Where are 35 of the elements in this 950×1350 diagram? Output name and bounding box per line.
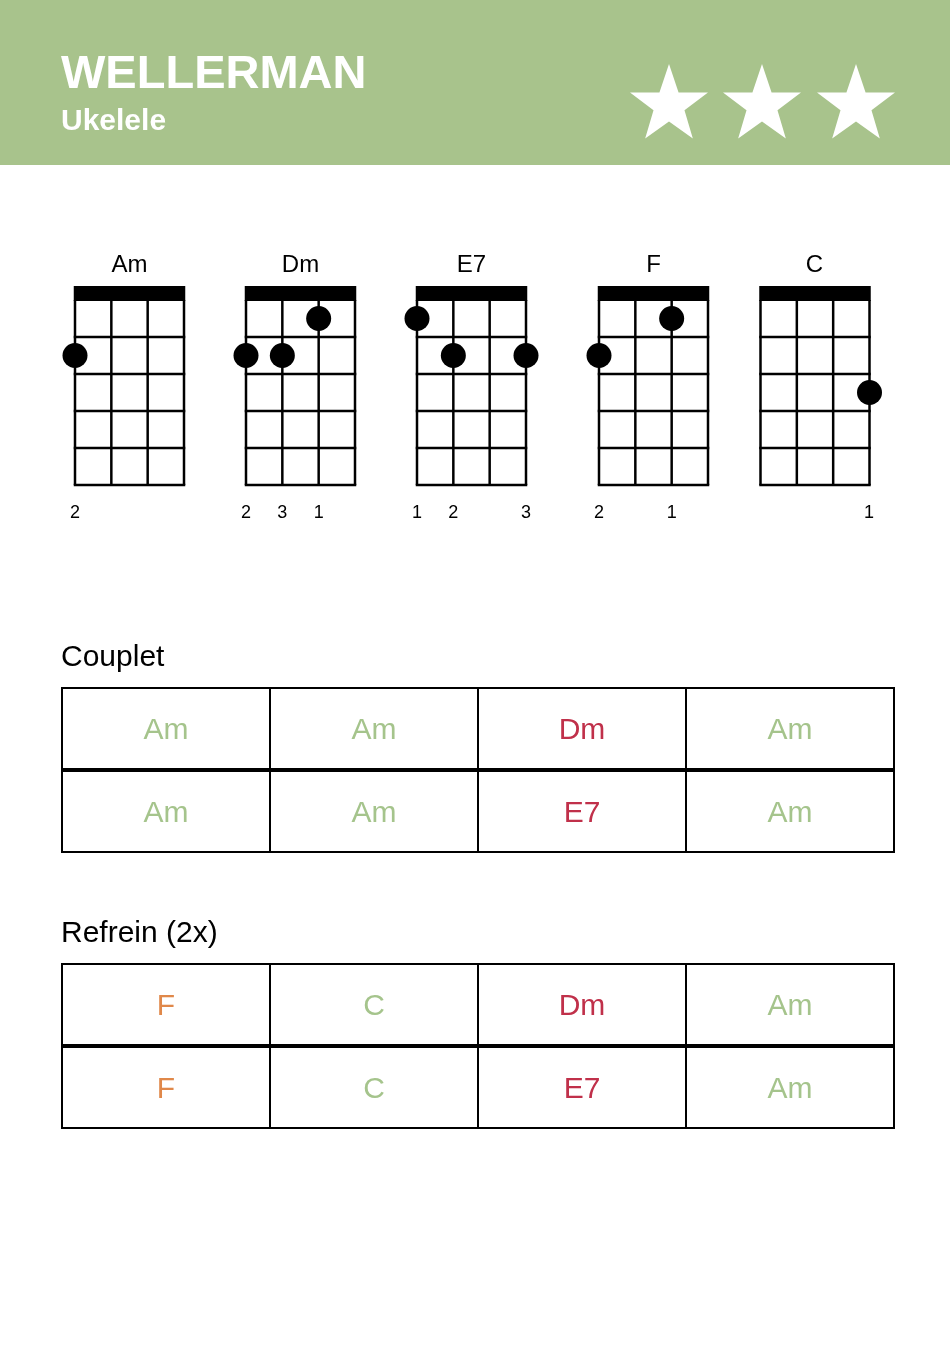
finger-number: 2 <box>70 503 80 521</box>
chord-name: F <box>646 252 661 276</box>
chord-cell: E7 <box>478 770 686 852</box>
chord-cell: E7 <box>478 1046 686 1128</box>
chord-cell: Dm <box>478 688 686 770</box>
chord-name: Am <box>111 252 148 276</box>
chord-cell: Dm <box>478 964 686 1046</box>
chord-name: Dm <box>281 252 320 276</box>
chord-cell: F <box>62 964 270 1046</box>
finger-number: 1 <box>313 503 324 521</box>
finger-number: 2 <box>594 503 604 521</box>
chord-name: E7 <box>456 252 487 276</box>
chord-cell: C <box>270 964 478 1046</box>
chord-cell: Am <box>686 964 894 1046</box>
finger-number: 1 <box>666 503 677 521</box>
chord-cell: Am <box>270 688 478 770</box>
chord-cell: F <box>62 1046 270 1128</box>
finger-number: 3 <box>521 503 531 521</box>
chord-cell: Am <box>686 688 894 770</box>
chord-cell: Am <box>270 770 478 852</box>
chord-cell: Am <box>62 688 270 770</box>
chord-name: C <box>805 252 824 276</box>
chord-cell: C <box>270 1046 478 1128</box>
section-heading: Refrein (2x) <box>61 917 218 947</box>
song-title: WELLERMAN <box>61 48 367 95</box>
chord-cell: Am <box>686 770 894 852</box>
finger-number: 1 <box>864 503 874 521</box>
finger-number: 2 <box>241 503 251 521</box>
finger-number: 1 <box>412 503 422 521</box>
finger-number: 3 <box>277 503 288 521</box>
finger-number: 2 <box>448 503 459 521</box>
chord-cell: Am <box>62 770 270 852</box>
section-heading: Couplet <box>61 641 165 671</box>
subtitle: Ukelele <box>61 105 167 135</box>
chord-cell: Am <box>686 1046 894 1128</box>
